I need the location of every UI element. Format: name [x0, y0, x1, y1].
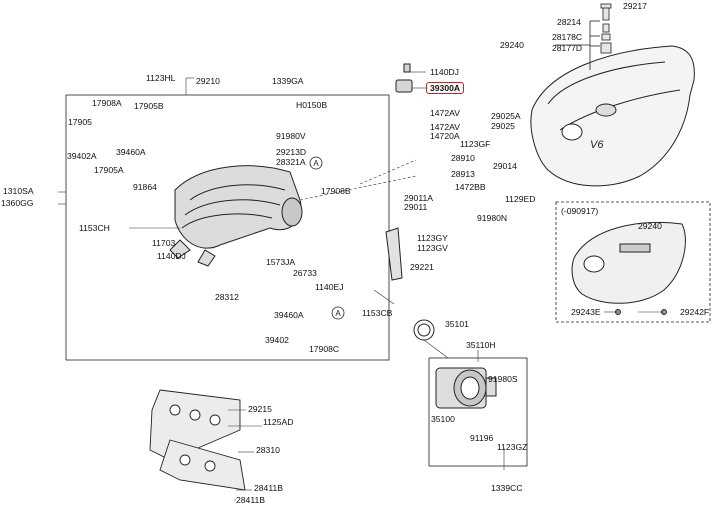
manifold-group-frame: [65, 94, 390, 361]
bracket-illustration: [385, 227, 403, 281]
part-label[interactable]: 28913: [451, 169, 475, 179]
part-label[interactable]: 29014: [493, 161, 517, 171]
part-label[interactable]: 1573JA: [266, 257, 296, 267]
part-label[interactable]: 39460A: [274, 310, 304, 320]
part-label[interactable]: 1339CC: [491, 483, 523, 493]
part-label[interactable]: 1153CH: [79, 223, 110, 233]
part-label[interactable]: 29213D: [276, 147, 307, 157]
part-label[interactable]: 1123GZ: [497, 442, 528, 452]
part-label[interactable]: 39460A: [116, 147, 146, 157]
highlighted-part-label[interactable]: 39300A: [426, 82, 465, 94]
part-label[interactable]: 28214: [557, 17, 581, 27]
part-label[interactable]: 1472AV: [430, 108, 460, 118]
part-label[interactable]: 91980S: [488, 374, 518, 384]
part-label[interactable]: 17905: [68, 117, 92, 127]
cover-bolt-stack: [555, 3, 612, 70]
part-label[interactable]: 1123GV: [417, 243, 448, 253]
part-label[interactable]: 14720A: [430, 131, 460, 141]
part-label[interactable]: 28178C: [552, 32, 583, 42]
part-label[interactable]: 29210: [196, 76, 220, 86]
part-label[interactable]: 29025A: [491, 111, 521, 121]
part-label[interactable]: 1153CB: [362, 308, 393, 318]
part-label[interactable]: 11703: [152, 238, 176, 248]
part-label[interactable]: 17908B: [321, 186, 351, 196]
part-label[interactable]: 29240: [638, 221, 662, 231]
part-label[interactable]: 28310: [256, 445, 280, 455]
part-label[interactable]: 29242F: [680, 307, 710, 317]
part-label[interactable]: 91864: [133, 182, 157, 192]
part-label[interactable]: 1123GY: [417, 233, 448, 243]
part-label[interactable]: 35100: [431, 414, 455, 424]
part-label[interactable]: 1129ED: [505, 194, 536, 204]
variant-label: (-090917): [561, 206, 599, 216]
part-label[interactable]: 91980V: [276, 131, 306, 141]
part-label[interactable]: H0150B: [296, 100, 328, 110]
cover-emblem-text: V6: [590, 139, 604, 151]
map-sensor-illustration: [395, 63, 413, 93]
part-label[interactable]: 28321A: [276, 157, 306, 167]
part-label[interactable]: 28411B: [236, 495, 265, 505]
part-label[interactable]: 29215: [248, 404, 272, 414]
part-label[interactable]: 29217: [623, 1, 647, 11]
part-label[interactable]: 1472BB: [455, 182, 486, 192]
part-label[interactable]: 1472AV: [430, 122, 460, 132]
variant-cover-illustration: [571, 221, 686, 315]
part-label[interactable]: 39402A: [67, 151, 97, 161]
throttle-body-illustration: [435, 367, 497, 409]
lower-gasket-illustration: [149, 389, 246, 491]
part-label[interactable]: 29025: [491, 121, 515, 131]
part-label[interactable]: 29221: [410, 262, 434, 272]
part-label[interactable]: 1140DJ: [430, 67, 459, 77]
part-label[interactable]: 1140DJ: [157, 251, 186, 261]
leader-lines: [58, 71, 664, 501]
engine-cover-illustration: V6: [530, 45, 695, 187]
part-label[interactable]: 28177D: [552, 43, 583, 53]
part-label[interactable]: 1310SA: [3, 186, 34, 196]
variant-frame: [555, 201, 711, 323]
intake-manifold-illustration: [169, 165, 303, 267]
callout-a-marker: A: [331, 306, 345, 320]
part-label[interactable]: 1123GF: [460, 139, 491, 149]
part-label[interactable]: 29011A: [404, 193, 433, 203]
part-label[interactable]: 17905B: [134, 101, 164, 111]
part-label[interactable]: 28411B: [254, 483, 283, 493]
part-label[interactable]: 28910: [451, 153, 475, 163]
part-label[interactable]: 17905A: [94, 165, 124, 175]
part-label[interactable]: 91196: [470, 433, 494, 443]
part-label[interactable]: 26733: [293, 268, 317, 278]
part-label[interactable]: 91980N: [477, 213, 508, 223]
throttle-gasket-illustration: [413, 319, 435, 341]
part-label[interactable]: 39402: [265, 335, 289, 345]
part-label[interactable]: 1339GA: [272, 76, 304, 86]
part-label[interactable]: 29240: [500, 40, 524, 50]
svg-text:A: A: [335, 309, 341, 318]
part-label[interactable]: 28312: [215, 292, 239, 302]
callout-a-marker: A: [309, 156, 323, 170]
part-label[interactable]: 1360GG: [1, 198, 34, 208]
part-label[interactable]: 17908C: [309, 344, 340, 354]
part-label[interactable]: 17908A: [92, 98, 122, 108]
part-label[interactable]: 1125AD: [263, 417, 294, 427]
part-label[interactable]: 35110H: [466, 340, 496, 350]
svg-text:A: A: [313, 159, 319, 168]
part-label[interactable]: 29011: [404, 202, 428, 212]
part-label[interactable]: 1140EJ: [315, 282, 344, 292]
part-label[interactable]: 1123HL: [146, 73, 176, 83]
part-label[interactable]: 35101: [445, 319, 469, 329]
part-label[interactable]: 29243E: [571, 307, 601, 317]
